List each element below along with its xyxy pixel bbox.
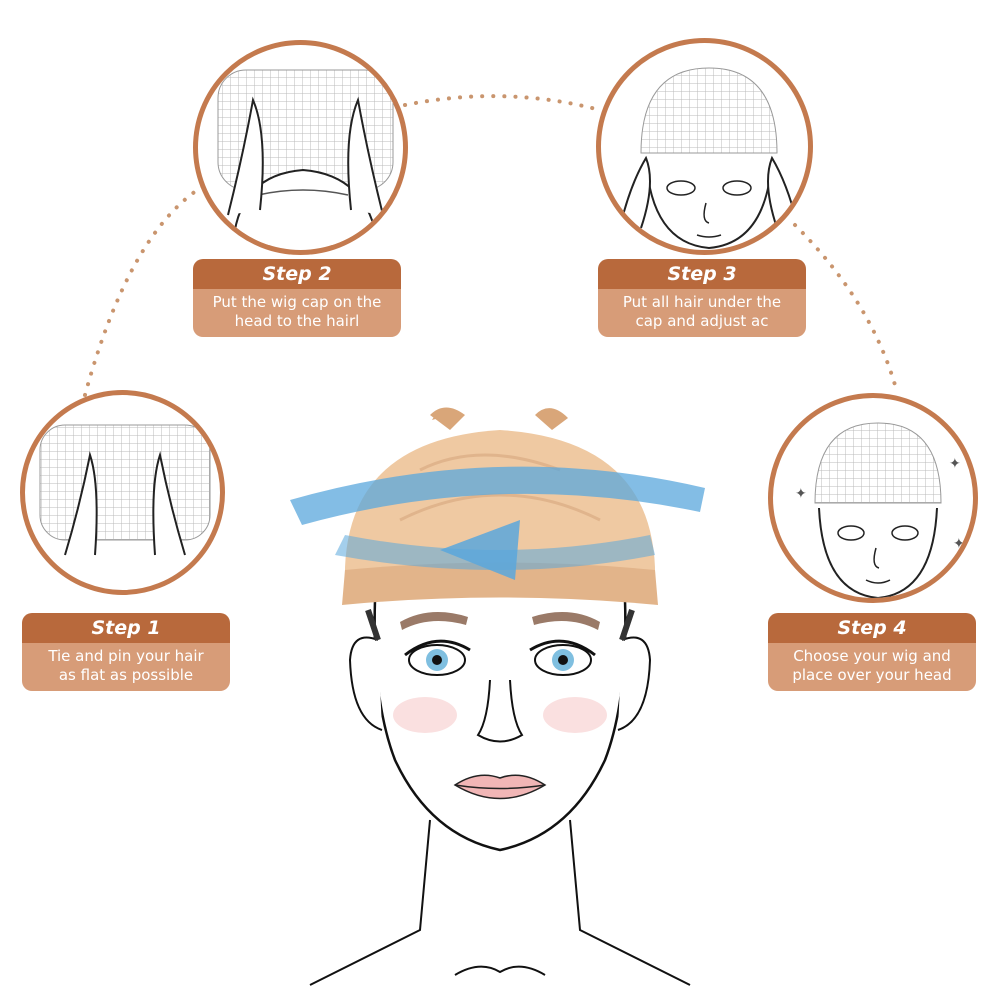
step-4-description-line1: Choose your wig and [793, 647, 951, 665]
step-2-description: Put the wig cap on the head to the hairl [193, 289, 401, 337]
step-3-circle [596, 38, 813, 255]
step-1-title: Step 1 [22, 613, 230, 643]
step-4-description-line2: place over your head [792, 666, 952, 684]
step-1-description: Tie and pin your hair as flat as possibl… [22, 643, 230, 691]
step-3-description: Put all hair under the cap and adjust ac [598, 289, 806, 337]
step-4-circle: ✦ ✦ ✦ [768, 393, 978, 603]
step-4-title: Step 4 [768, 613, 976, 643]
step-1-circle [20, 390, 225, 595]
step-3-description-line1: Put all hair under the [622, 293, 782, 311]
svg-text:✦: ✦ [953, 536, 965, 552]
step-2-description-line2: head to the hairl [234, 312, 360, 330]
step-4-label: Step 4 Choose your wig and place over yo… [768, 613, 976, 691]
step-2-label: Step 2 Put the wig cap on the head to th… [193, 259, 401, 337]
step-2-circle [193, 40, 408, 255]
svg-text:✦: ✦ [795, 486, 807, 502]
step-4-description: Choose your wig and place over your head [768, 643, 976, 691]
cap-on-head-icon [217, 69, 394, 246]
step-3-description-line2: cap and adjust ac [635, 312, 769, 330]
finished-cap-icon: ✦ ✦ ✦ [795, 422, 965, 598]
svg-text:✦: ✦ [949, 456, 961, 472]
step-1-description-line1: Tie and pin your hair [48, 647, 204, 665]
step-3-label: Step 3 Put all hair under the cap and ad… [598, 259, 806, 337]
adjust-cap-icon [620, 67, 798, 250]
step-1-label: Step 1 Tie and pin your hair as flat as … [22, 613, 230, 691]
step-1-description-line2: as flat as possible [58, 666, 194, 684]
step-3-title: Step 3 [598, 259, 806, 289]
hands-on-cap-icon [39, 424, 211, 556]
step-2-title: Step 2 [193, 259, 401, 289]
step-2-description-line1: Put the wig cap on the [212, 293, 382, 311]
